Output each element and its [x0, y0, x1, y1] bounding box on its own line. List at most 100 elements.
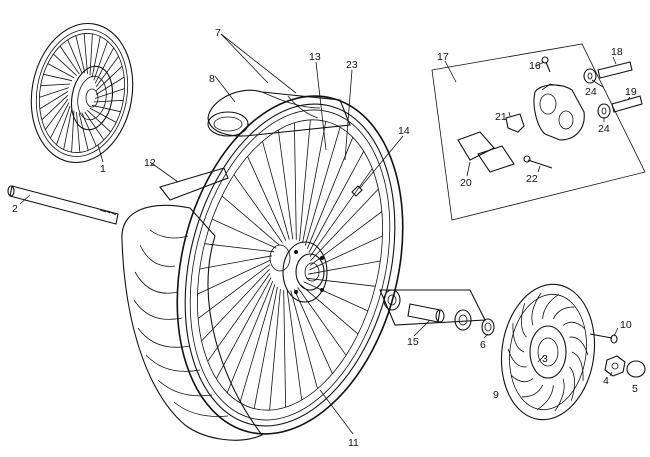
disc-cut: [521, 384, 544, 398]
disc-cut: [554, 378, 565, 412]
disc-cut: [536, 385, 554, 411]
callout-2: 2: [12, 203, 18, 215]
spoke: [310, 188, 379, 262]
callout-8: 8: [209, 73, 215, 85]
spoke: [300, 284, 359, 335]
caliper-part: [533, 83, 585, 141]
spoke: [59, 45, 80, 75]
disc-cut: [531, 292, 542, 326]
spoke: [84, 111, 105, 141]
spoke: [63, 108, 73, 150]
spoke: [39, 91, 69, 110]
disc-cut: [552, 306, 575, 320]
spoke: [277, 129, 294, 240]
bearings-spacer-part: [379, 289, 486, 331]
callout-9: 9: [493, 389, 499, 401]
main-wheel: [176, 95, 404, 435]
callout-15: 15: [407, 336, 419, 348]
spoke: [199, 255, 273, 270]
spoke: [53, 53, 77, 76]
spoke: [39, 87, 70, 98]
spoke: [89, 33, 93, 76]
spoke: [204, 243, 274, 253]
brake-pads-part: [457, 131, 515, 173]
spoke: [67, 39, 83, 74]
spoke: [91, 36, 101, 78]
spoke: [233, 174, 283, 243]
spoke: [197, 259, 271, 295]
spoke: [239, 284, 276, 403]
callout-14: 14: [398, 125, 410, 137]
spoke: [76, 112, 81, 153]
spoke: [207, 273, 271, 362]
spoke: [302, 121, 327, 244]
disc-cut: [512, 323, 525, 353]
nut-part: [604, 355, 626, 377]
spoke: [45, 98, 69, 130]
spoke: [286, 290, 303, 401]
callout-24-lower: 24: [598, 123, 610, 135]
pad-spring-part: [505, 113, 525, 133]
leader-lines: [19, 33, 631, 435]
disc-cut: [510, 374, 534, 383]
callout-1: 1: [100, 163, 106, 175]
spoke: [226, 281, 274, 393]
callout-22: 22: [526, 173, 538, 185]
spoke: [211, 218, 277, 249]
rim-strip-part: [159, 167, 229, 201]
spoke: [95, 76, 125, 95]
spoke: [94, 47, 114, 84]
washer-upper: [583, 68, 597, 84]
tire-part: [121, 204, 263, 441]
callout-18: 18: [611, 46, 623, 58]
brake-disc-part: [500, 283, 596, 421]
spoke: [247, 156, 287, 241]
spoke: [75, 35, 86, 74]
spoke: [307, 260, 381, 275]
callout-17: 17: [437, 51, 449, 63]
spoke: [56, 105, 71, 145]
spoke: [309, 235, 383, 271]
spoke: [78, 112, 89, 151]
disc-cut: [571, 351, 584, 381]
callout-labels: 1 2 3 4 5 6 7 8 9 10 11 12 13 14 15 16 1…: [12, 27, 638, 449]
disc-cut: [569, 336, 589, 356]
pad-pin-part: [523, 155, 553, 169]
disc-screw-part: [589, 333, 618, 344]
callout-16: 16: [529, 60, 541, 72]
spoke: [43, 73, 73, 82]
spoke: [215, 277, 272, 379]
spoke: [309, 168, 373, 257]
spoke: [306, 137, 354, 249]
disc-cut: [569, 366, 575, 401]
caliper-group-box: [431, 43, 646, 221]
spoke: [89, 107, 117, 123]
spoke: [293, 289, 333, 374]
disc-cut: [542, 293, 560, 319]
callout-12: 12: [144, 157, 156, 169]
spoke: [306, 277, 376, 287]
spoke: [87, 110, 111, 133]
disc-cut: [521, 303, 527, 338]
callout-7: 7: [215, 27, 221, 39]
spoke: [95, 65, 123, 91]
small-wheel-assembly: [30, 22, 134, 164]
spoke: [294, 122, 297, 240]
callout-21: 21: [495, 111, 507, 123]
rim-tape-part: [207, 89, 351, 137]
spoke: [221, 195, 280, 246]
callout-23: 23: [346, 59, 358, 71]
washer-lower: [597, 103, 611, 119]
spoke: [50, 102, 70, 139]
spoke: [303, 281, 369, 312]
spoke: [41, 95, 69, 121]
spoke: [94, 88, 125, 99]
spoke: [269, 288, 281, 411]
spoke: [91, 104, 121, 113]
callout-19: 19: [625, 86, 637, 98]
bleed-screw-part: [541, 56, 551, 73]
cap-part: [626, 360, 646, 378]
callout-13: 13: [309, 51, 321, 63]
